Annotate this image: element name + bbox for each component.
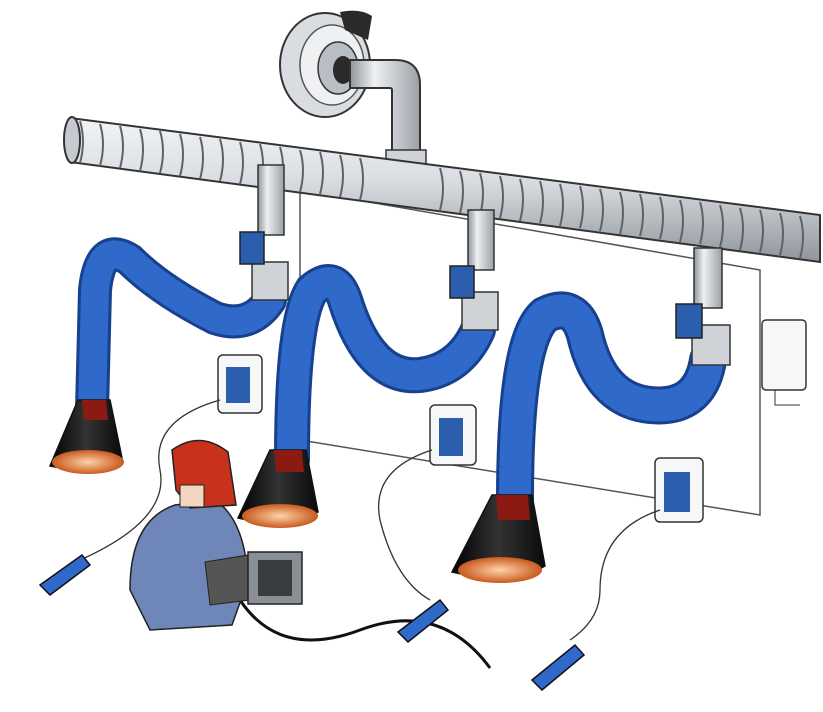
fan-icon [280, 11, 426, 170]
control-box-3 [655, 458, 703, 522]
ground-clamp-icon [40, 555, 90, 595]
hood-icon [50, 400, 124, 474]
ground-clamp-icon [532, 645, 584, 690]
controller-icon [676, 304, 702, 338]
hood-icon [452, 495, 545, 583]
controller-icon [240, 232, 264, 264]
main-switch-box [762, 320, 806, 405]
control-box-1 [218, 355, 262, 413]
control-box-2 [430, 405, 476, 465]
hood-icon [238, 450, 318, 528]
controller-icon [450, 266, 474, 298]
